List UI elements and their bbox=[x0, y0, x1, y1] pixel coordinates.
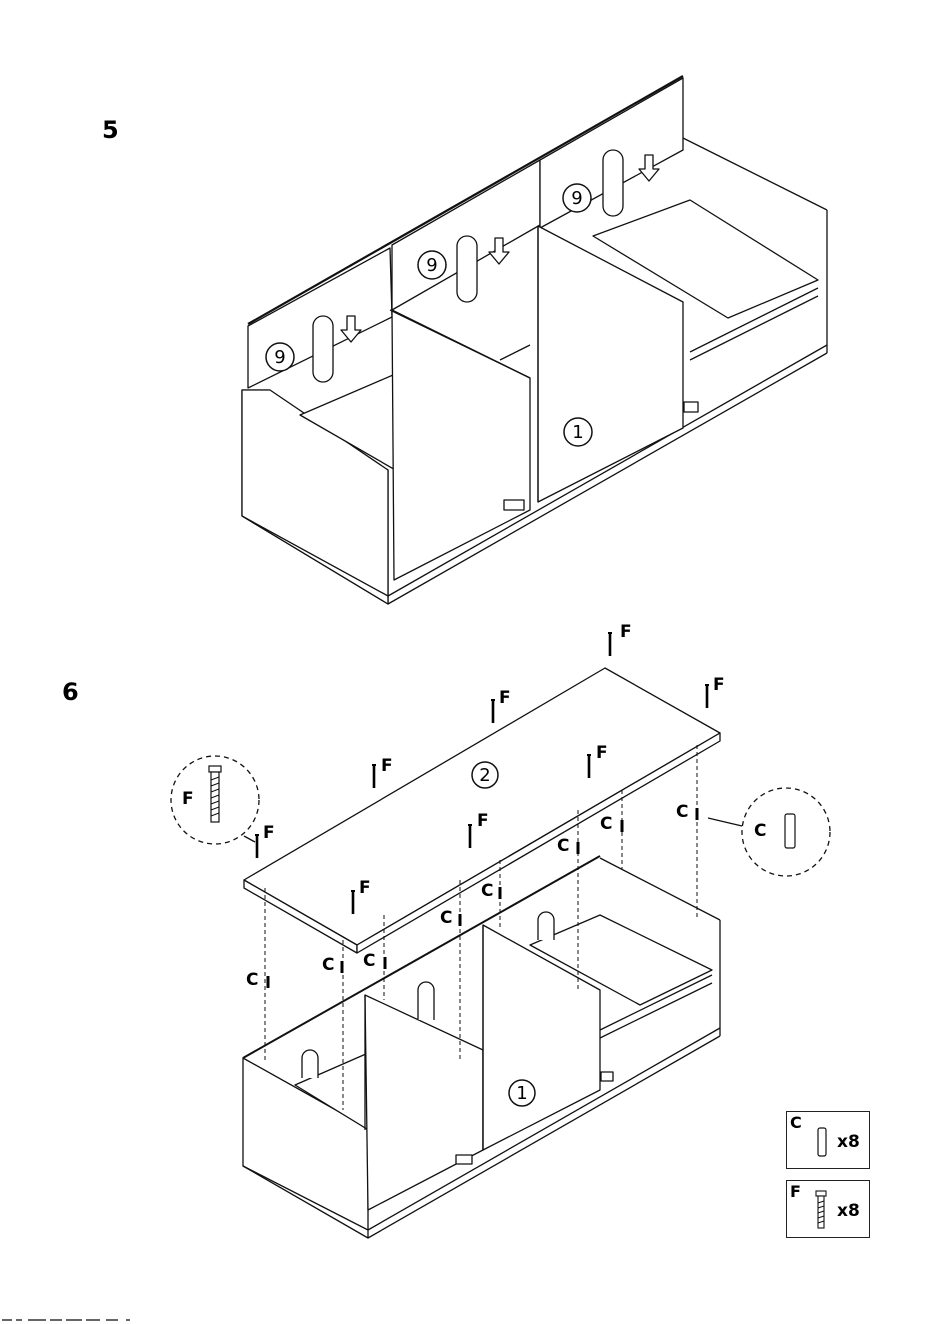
parts-c-letter: C bbox=[790, 1113, 802, 1132]
dowel-icon bbox=[785, 814, 795, 848]
label-9a: 9 bbox=[274, 347, 285, 368]
step-5-drawing bbox=[242, 76, 827, 604]
dowel-icon bbox=[815, 1126, 829, 1160]
top-panel bbox=[244, 668, 720, 945]
label-2: 2 bbox=[479, 765, 490, 786]
callout-right-label: C bbox=[754, 821, 766, 841]
parts-f-letter: F bbox=[790, 1182, 801, 1201]
label-f-6: F bbox=[477, 811, 489, 831]
label-1-step6: 1 bbox=[516, 1083, 527, 1104]
label-f-2: F bbox=[713, 675, 725, 695]
screw-icon bbox=[209, 766, 221, 822]
label-f-3: F bbox=[499, 688, 511, 708]
footer-marks bbox=[2, 1318, 152, 1322]
label-1-step5: 1 bbox=[572, 422, 583, 443]
label-c-5: C bbox=[481, 881, 493, 901]
label-c-3: C bbox=[363, 951, 375, 971]
label-c-8: C bbox=[676, 802, 688, 822]
parts-f-qty: x8 bbox=[837, 1201, 860, 1221]
label-c-6: C bbox=[557, 836, 569, 856]
step-6-drawing bbox=[171, 668, 830, 1238]
label-f-1: F bbox=[620, 622, 632, 642]
screw-icon bbox=[814, 1189, 828, 1231]
label-c-2: C bbox=[322, 955, 334, 975]
label-9c: 9 bbox=[571, 188, 582, 209]
parts-c-qty: x8 bbox=[837, 1132, 860, 1152]
label-f-5: F bbox=[381, 756, 393, 776]
parts-list-item-c: C x8 bbox=[786, 1111, 870, 1169]
label-f-4: F bbox=[596, 743, 608, 763]
label-c-7: C bbox=[600, 814, 612, 834]
label-c-1: C bbox=[246, 970, 258, 990]
callout-left-label: F bbox=[182, 789, 194, 809]
label-c-4: C bbox=[440, 908, 452, 928]
parts-list-item-f: F x8 bbox=[786, 1180, 870, 1238]
label-9b: 9 bbox=[426, 255, 437, 276]
label-f-7: F bbox=[263, 823, 275, 843]
label-f-8: F bbox=[359, 878, 371, 898]
